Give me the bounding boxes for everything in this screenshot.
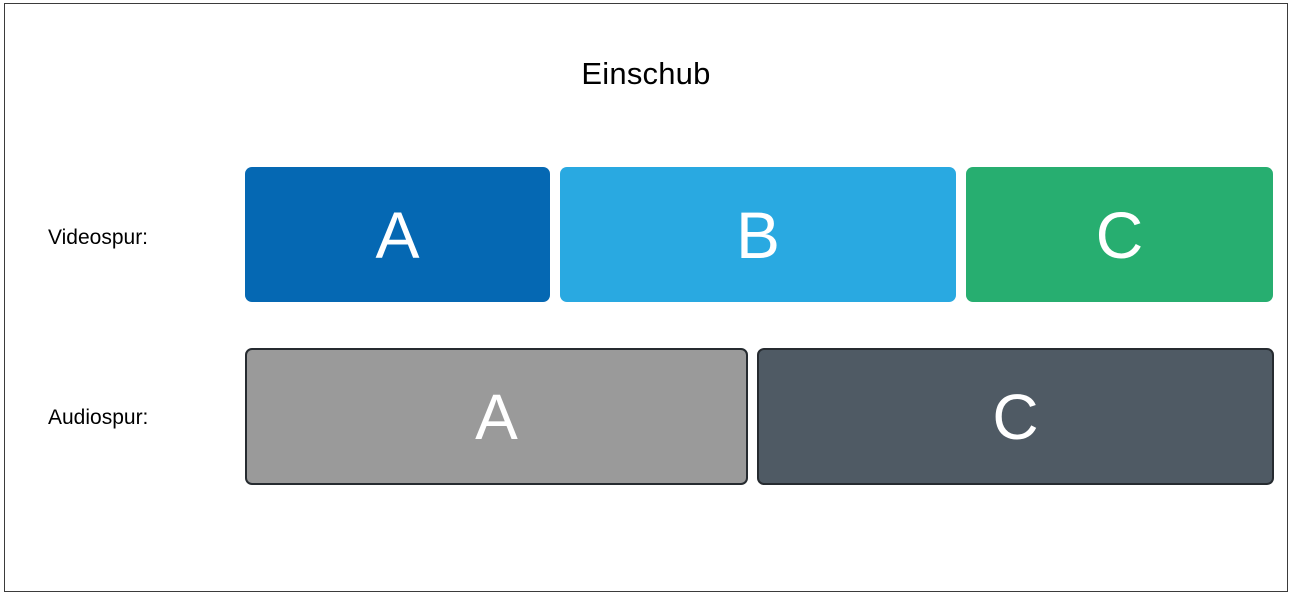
video-clip-c[interactable]: C	[966, 167, 1273, 302]
video-clip-a-label: A	[375, 197, 420, 272]
video-track-label: Videospur:	[48, 226, 149, 249]
video-clip-b-label: B	[735, 197, 781, 272]
video-clip-c-label: C	[1095, 197, 1144, 272]
audio-clip-a-label: A	[475, 380, 518, 453]
audio-clip-c-label: C	[992, 380, 1039, 453]
video-clip-b[interactable]: B	[560, 167, 956, 302]
page-title: Einschub	[581, 56, 711, 91]
video-clip-a[interactable]: A	[245, 167, 550, 302]
audio-track-label: Audiospur:	[48, 406, 149, 429]
audio-clip-c[interactable]: C	[757, 348, 1274, 485]
audio-clip-a[interactable]: A	[245, 348, 748, 485]
